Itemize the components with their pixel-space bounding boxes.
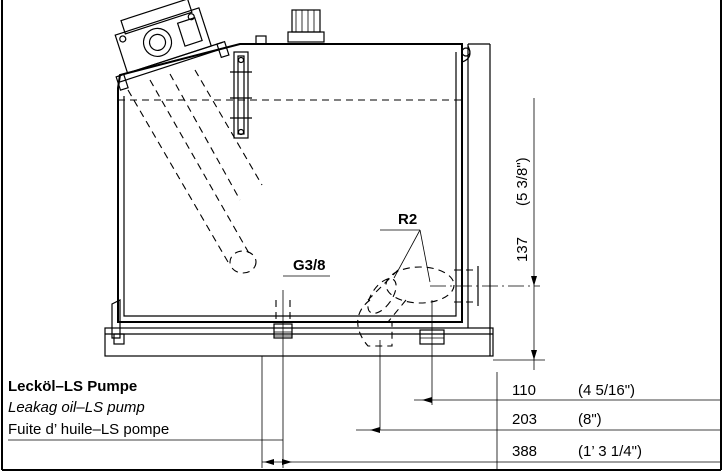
g38-port	[273, 275, 330, 468]
title-german: Lecköl–LS Pumpe	[8, 378, 137, 395]
dimension-137-label: 137	[514, 237, 531, 262]
g38-label: G3/8	[293, 257, 326, 274]
dimension-137	[493, 98, 545, 370]
suction-pipe	[127, 69, 263, 274]
pump-unit	[114, 0, 230, 91]
filler-cap	[255, 9, 325, 45]
dimension-388-label: 388	[512, 443, 537, 460]
dimension-137-imperial-label: (5 3/8")	[514, 157, 531, 206]
dimension-388-imperial-label: (1’ 3 1/4")	[578, 443, 642, 460]
dimension-203-imperial-label: (8")	[578, 411, 602, 428]
base-plate	[104, 43, 494, 357]
dimension-110-imperial-label: (4 5/16")	[578, 382, 635, 399]
tank-outline	[117, 43, 463, 323]
r2-port	[357, 229, 540, 347]
title-french: Fuite d’ huile–LS pompe	[8, 421, 169, 438]
left-bracket	[111, 299, 125, 345]
dimension-110-label: 110	[512, 382, 536, 399]
r2-label: R2	[398, 211, 417, 228]
title-english: Leakag oil–LS pump	[8, 399, 145, 416]
dimension-lines	[261, 340, 720, 470]
sight-glass	[230, 51, 252, 139]
dimension-203-label: 203	[512, 411, 537, 428]
drain-plug	[419, 300, 445, 405]
